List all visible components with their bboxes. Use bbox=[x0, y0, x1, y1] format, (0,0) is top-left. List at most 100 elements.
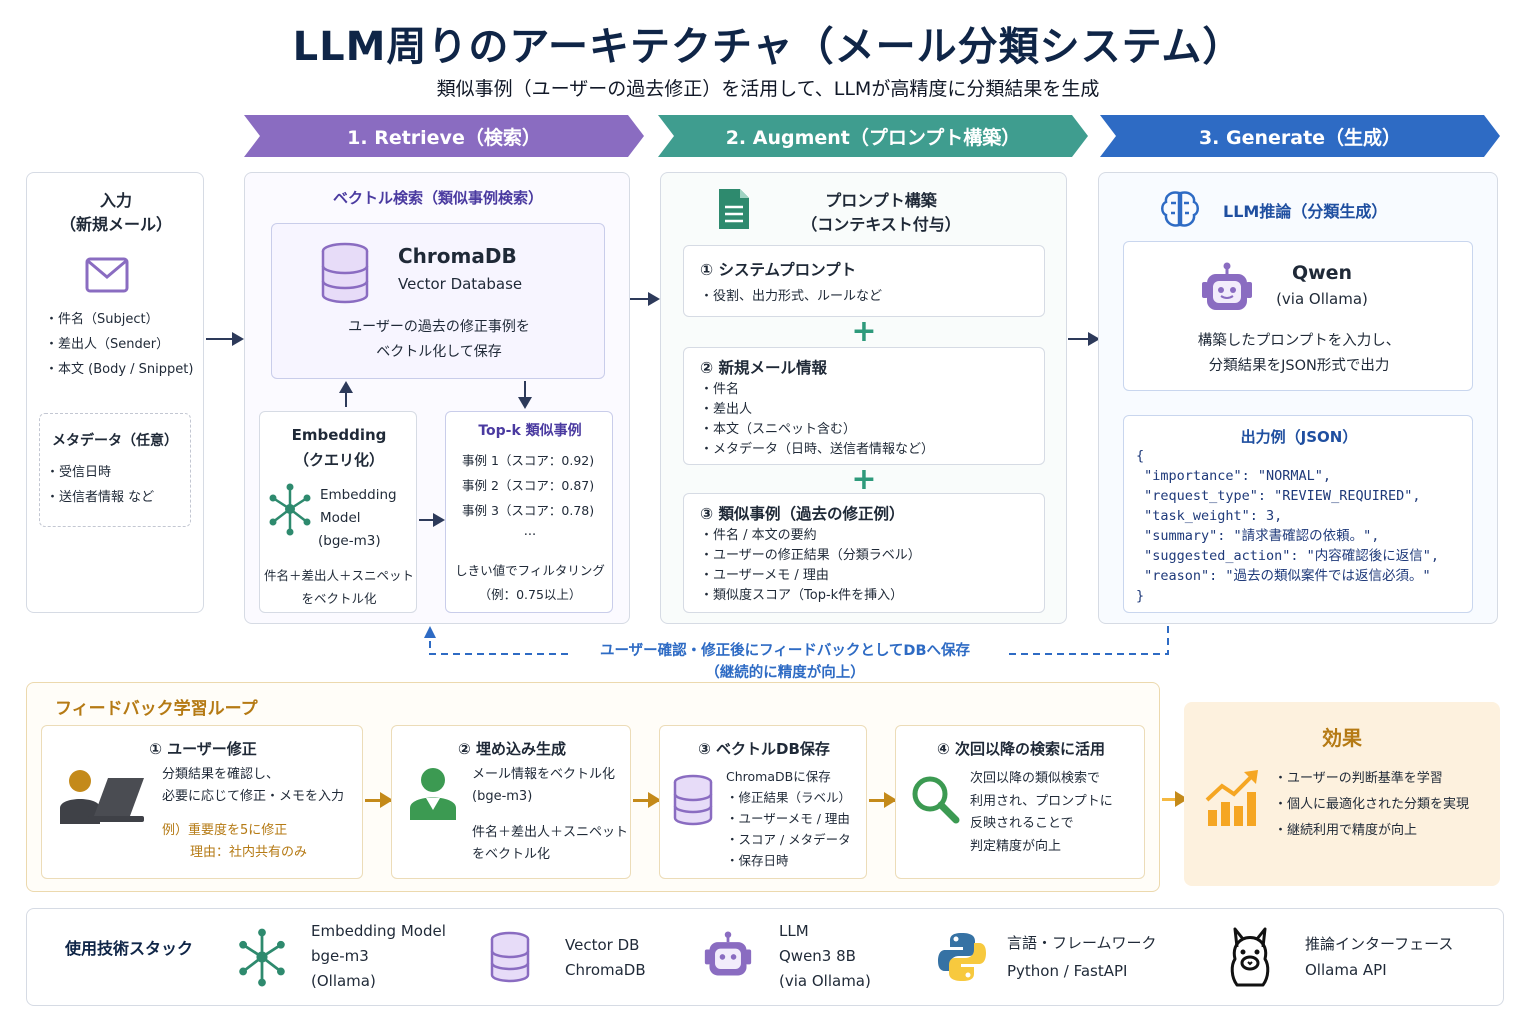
prompt-section-item: ・ユーザーの修正結果（分類ラベル） bbox=[700, 548, 921, 563]
json-line: "suggested_action": "内容確認後に返信", bbox=[1136, 548, 1440, 564]
growth-chart-icon bbox=[1205, 770, 1258, 826]
feedback-step-line: 必要に応じて修正・メモを入力 bbox=[162, 789, 345, 804]
tech-stack-line: Embedding Model bbox=[311, 922, 446, 940]
tech-stack-title: 使用技術スタック bbox=[65, 939, 194, 958]
augment-panel: プロンプト構築 （コンテキスト付与） ① システムプロンプト ・役割、出力形式、… bbox=[660, 172, 1067, 624]
arrow-loop-to-effect bbox=[1162, 791, 1188, 807]
metadata-item: ・受信日時 bbox=[46, 465, 112, 480]
arrow-embedding-to-db bbox=[339, 381, 353, 407]
tech-stack-line: bge-m3 bbox=[311, 947, 369, 965]
feedback-step-item: ・保存日時 bbox=[726, 853, 789, 868]
stage-retrieve: 1. Retrieve（検索） bbox=[244, 115, 644, 157]
database-icon bbox=[673, 774, 713, 826]
tech-stack-line: Ollama API bbox=[1305, 961, 1387, 979]
tech-stack-item: Vector DB ChromaDB bbox=[565, 933, 646, 983]
feedback-step-line: 判定精度が向上 bbox=[970, 838, 1062, 854]
arrow-step2-to-step3 bbox=[633, 792, 661, 808]
robot-icon bbox=[1202, 262, 1252, 310]
tech-stack-line: 推論インターフェース bbox=[1305, 935, 1454, 953]
arrow-db-to-topk bbox=[518, 381, 532, 409]
augment-title: プロンプト構築 bbox=[825, 191, 937, 210]
json-output-code: { "importance": "NORMAL", "request_type"… bbox=[1136, 446, 1439, 606]
embedding-subtitle: （クエリ化） bbox=[293, 451, 384, 469]
page-title: LLM周りのアーキテクチャ（メール分類システム） bbox=[292, 24, 1244, 70]
json-output-title: 出力例（JSON） bbox=[1240, 428, 1358, 446]
effect-list: ・ユーザーの判断基準を学習 ・個人に最適化された分類を実現 ・継続利用で精度が向… bbox=[1274, 766, 1469, 844]
prompt-section-list: ・件名 ・差出人 ・本文（スニペット含む） ・メタデータ（日時、送信者情報など） bbox=[700, 380, 934, 460]
feedback-step-title: ④ 次回以降の検索に活用 bbox=[937, 740, 1105, 758]
tech-stack-line: ChromaDB bbox=[565, 961, 646, 979]
feedback-step-desc: メール情報をベクトル化 (bge-m3) bbox=[472, 764, 615, 808]
input-subtitle: （新規メール） bbox=[59, 215, 172, 234]
feedback-step-title: ② 埋め込み生成 bbox=[458, 740, 566, 758]
page-subtitle: 類似事例（ユーザーの過去修正）を活用して、LLMが高精度に分類結果を生成 bbox=[436, 78, 1100, 100]
stage-augment: 2. Augment（プロンプト構築） bbox=[658, 115, 1088, 157]
tech-stack-line: LLM bbox=[779, 922, 809, 940]
arrow-augment-to-generate bbox=[1068, 332, 1100, 346]
tech-stack-item: LLM Qwen3 8B (via Ollama) bbox=[779, 919, 871, 994]
prompt-section-system: ① システムプロンプト ・役割、出力形式、ルールなど bbox=[683, 245, 1045, 317]
topk-item: 事例 3（スコア：0.78) bbox=[462, 503, 595, 518]
feedback-step-next-search: ④ 次回以降の検索に活用 次回以降の類似検索で 利用され、プロンプトに 反映され… bbox=[895, 725, 1145, 879]
feedback-example-line: 例）重要度を5に修正 bbox=[162, 823, 288, 838]
metadata-title: メタデータ（任意） bbox=[52, 433, 178, 449]
feedback-note: ユーザー確認・修正後にフィードバックとしてDBへ保存 bbox=[599, 643, 971, 659]
prompt-section-item: ・ユーザーメモ / 理由 bbox=[700, 568, 829, 583]
json-line: "reason": "過去の類似案件では返信必須。" bbox=[1136, 568, 1431, 584]
metadata-box: メタデータ（任意） ・受信日時 ・送信者情報 など bbox=[39, 413, 191, 527]
json-line: } bbox=[1136, 588, 1145, 604]
chromadb-desc: ベクトル化して保存 bbox=[376, 344, 502, 360]
prompt-section-title: ③ 類似事例（過去の修正例） bbox=[700, 505, 905, 523]
prompt-section-item: ・役割、出力形式、ルールなど bbox=[700, 289, 883, 304]
json-line: "summary": "請求書確認の依頼。", bbox=[1136, 528, 1380, 544]
feedback-loop-title: フィードバック学習ループ bbox=[55, 699, 258, 719]
feedback-step-line: ChromaDBに保存 bbox=[726, 769, 831, 784]
effect-item: ・個人に最適化された分類を実現 bbox=[1274, 797, 1470, 812]
input-item: ・差出人（Sender） bbox=[45, 337, 170, 352]
feedback-step-line: をベクトル化 bbox=[472, 847, 551, 862]
stage-generate: 3. Generate（生成） bbox=[1100, 115, 1500, 157]
feedback-step-vector-db: ③ ベクトルDB保存 ChromaDBに保存 ・修正結果（ラベル） ・ユーザーメ… bbox=[659, 725, 867, 879]
prompt-section-item: ・件名 bbox=[700, 382, 740, 397]
chromadb-card: ChromaDB Vector Database ユーザーの過去の修正事例を ベ… bbox=[271, 223, 605, 379]
embedding-model: Embedding bbox=[320, 487, 397, 503]
user-laptop-icon bbox=[60, 770, 144, 824]
embedding-card: Embedding （クエリ化） Embedding Model (bge-m3… bbox=[259, 411, 417, 613]
topk-filter: （例：0.75以上） bbox=[478, 587, 582, 602]
embedding-graph-icon bbox=[269, 483, 311, 536]
robot-icon bbox=[704, 931, 752, 976]
database-icon bbox=[321, 242, 369, 304]
arrow-input-to-retrieve bbox=[206, 332, 244, 346]
database-icon bbox=[490, 931, 530, 983]
topk-ellipsis: ... bbox=[523, 524, 537, 539]
feedback-step-item: ・スコア / メタデータ bbox=[726, 832, 851, 847]
tech-stack-item: Embedding Model bge-m3 (Ollama) bbox=[311, 919, 446, 994]
json-line: "request_type": "REVIEW_REQUIRED", bbox=[1136, 488, 1421, 504]
feedback-step-desc: ChromaDBに保存 ・修正結果（ラベル） ・ユーザーメモ / 理由 ・スコア… bbox=[726, 766, 851, 871]
augment-subtitle: （コンテキスト付与） bbox=[801, 215, 961, 234]
topk-title: Top-k 類似事例 bbox=[478, 423, 582, 439]
feedback-step-example: 例）重要度を5に修正 理由：社内共有のみ bbox=[162, 820, 307, 864]
feedback-step-user-edit: ① ユーザー修正 分類結果を確認し、 必要に応じて修正・メモを入力 例）重要度を… bbox=[41, 725, 363, 879]
embedding-desc: をベクトル化 bbox=[301, 591, 377, 606]
feedback-step-line: (bge-m3) bbox=[472, 789, 533, 804]
embedding-title: Embedding bbox=[291, 426, 387, 444]
document-icon bbox=[719, 189, 749, 229]
feedback-step-desc: 分類結果を確認し、 必要に応じて修正・メモを入力 bbox=[162, 764, 344, 808]
generate-title: LLM推論（分類生成） bbox=[1223, 202, 1388, 221]
tech-stack-line: 言語・フレームワーク bbox=[1007, 934, 1157, 952]
json-line: { bbox=[1136, 448, 1145, 464]
feedback-step-title: ③ ベクトルDB保存 bbox=[698, 740, 830, 758]
feedback-step-line: 件名＋差出人＋スニペット bbox=[472, 825, 629, 840]
magnifier-icon bbox=[912, 776, 960, 824]
arrow-retrieve-to-augment bbox=[630, 292, 660, 306]
plus-icon: + bbox=[851, 314, 877, 349]
effect-panel: 効果 ・ユーザーの判断基準を学習 ・個人に最適化された分類を実現 ・継続利用で精… bbox=[1184, 702, 1500, 886]
chromadb-desc: ユーザーの過去の修正事例を bbox=[348, 319, 530, 335]
json-line: "task_weight": 3, bbox=[1136, 508, 1283, 524]
json-line: "importance": "NORMAL", bbox=[1136, 468, 1332, 484]
llm-model-card: Qwen (via Ollama) 構築したプロンプトを入力し、 分類結果をJS… bbox=[1123, 241, 1473, 391]
effect-title: 効果 bbox=[1322, 726, 1362, 750]
llm-model-name: Qwen bbox=[1291, 262, 1353, 284]
feedback-step-embedding: ② 埋め込み生成 メール情報をベクトル化 (bge-m3) 件名＋差出人＋スニペ… bbox=[391, 725, 631, 879]
